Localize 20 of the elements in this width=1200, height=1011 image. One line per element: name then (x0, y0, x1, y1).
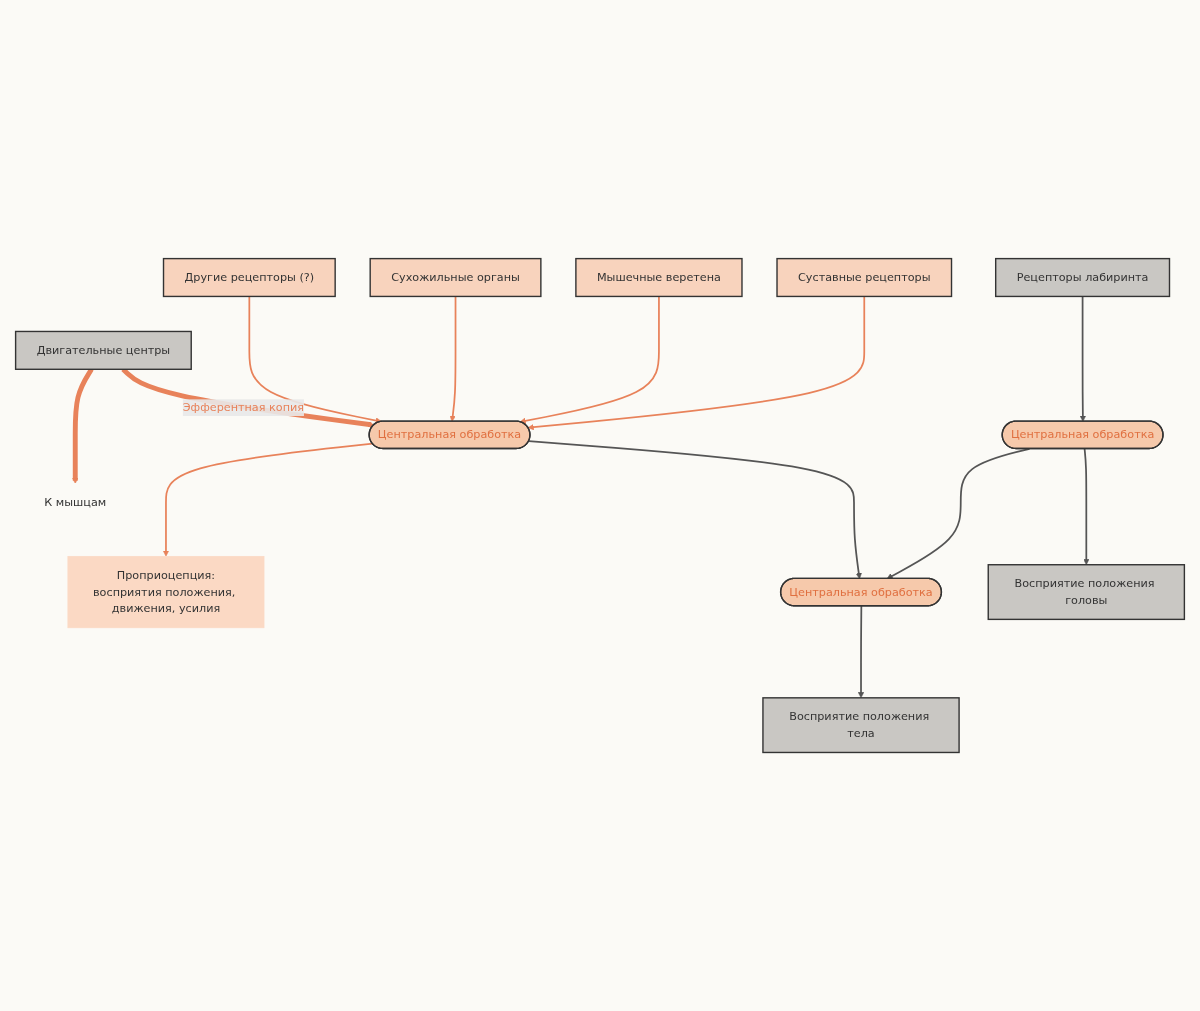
arrow (527, 295, 866, 431)
edge-label: Эфферентная копия (182, 400, 305, 414)
node-box: Восприятие положения тела (762, 697, 960, 754)
arrow (857, 605, 865, 699)
node-box: Рецепторы лабиринта (995, 257, 1171, 298)
arrow (449, 295, 457, 422)
arrow (886, 447, 1031, 579)
node-box: Восприятие положения головы (987, 564, 1186, 621)
arrow (519, 295, 660, 424)
arrow (162, 442, 374, 557)
node-box: Мышечные веретена (575, 257, 743, 298)
node-box: Суставные рецепторы (776, 257, 953, 298)
arrow (248, 295, 382, 424)
node-text: К мышцам (44, 495, 107, 509)
node-box: Другие рецепторы (?) (162, 257, 336, 298)
arrow (1079, 295, 1086, 422)
node-box: Двигательные центры (14, 330, 192, 370)
node-box: Проприоцепция: восприятия положения, движения, усилия (67, 555, 265, 629)
node-box: Сухожильные органы (369, 257, 542, 298)
arrow (1083, 447, 1090, 565)
